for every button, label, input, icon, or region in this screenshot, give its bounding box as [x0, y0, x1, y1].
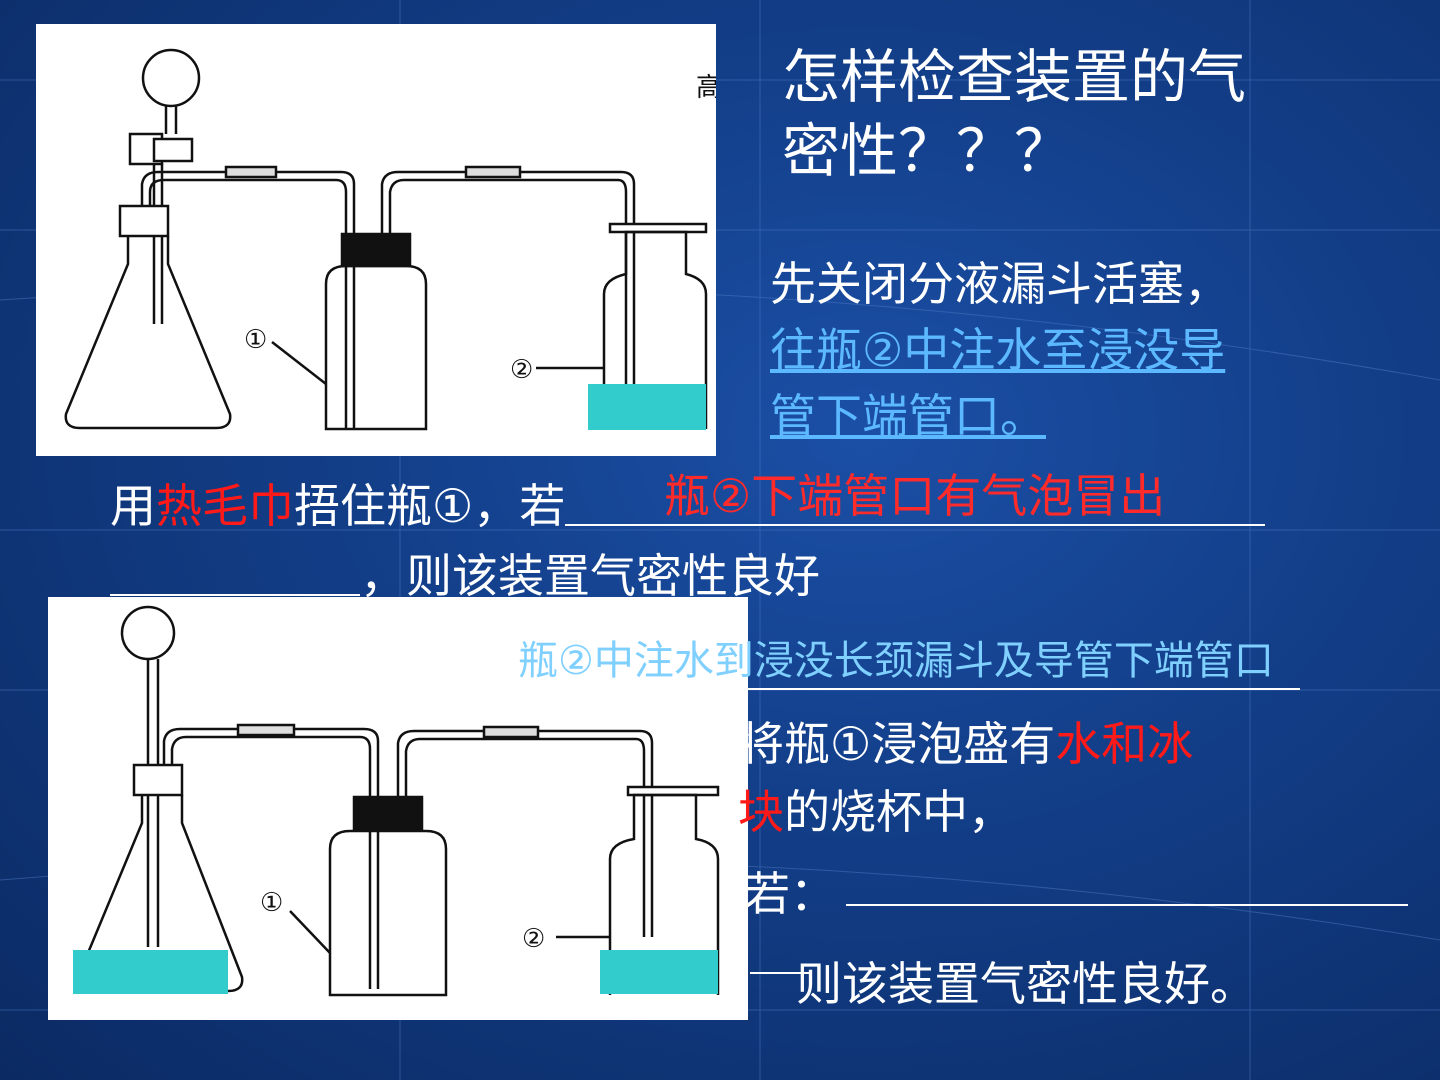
- partial-char: 高: [696, 73, 716, 103]
- label-bottle-1: ①: [244, 325, 267, 355]
- step1-text: 先关闭分液漏斗活塞，: [770, 257, 1230, 311]
- step1-link-line-2[interactable]: 管下端管口。: [770, 389, 1046, 443]
- step2-line-2-rest: 的烧杯中，: [784, 785, 1014, 839]
- slide-title-line-1: 怎样检查装置的气: [782, 43, 1247, 111]
- step1-link-line-1[interactable]: 往瓶②中注水至浸没导: [770, 323, 1226, 377]
- slide-title-line-2: 密性？？？: [782, 117, 1073, 185]
- step2-ice-water: 水和冰: [1055, 717, 1194, 771]
- water-level-flask: [73, 950, 228, 994]
- label-bottle-2: ②: [522, 924, 545, 954]
- check1-sentence: 用热毛巾捂住瓶①，若: [110, 470, 1266, 536]
- step2-blank: [846, 904, 1408, 906]
- step2-answer-underline: [748, 688, 1300, 690]
- step2-line-1-prefix: 将瓶①浸泡盛有: [738, 717, 1056, 771]
- step2-result: 则该装置气密性良好。: [796, 957, 1256, 1011]
- check1-suffix: ，则该装置气密性良好: [360, 549, 820, 603]
- step2-blank-2: [750, 972, 810, 974]
- step2-line-1: 将瓶①浸泡盛有水和冰: [738, 708, 1193, 774]
- water-level-bottle-2-top: [588, 384, 706, 430]
- check1-answer: 瓶②下端管口有气泡冒出: [664, 469, 1166, 523]
- check1-hot-towel: 热毛巾: [156, 479, 294, 533]
- step2-ice-block: 块: [738, 785, 784, 839]
- check1-mid: 捂住瓶①，若: [294, 479, 566, 533]
- step2-if: 若：: [744, 867, 836, 921]
- check1-blank: [565, 476, 1266, 526]
- label-bottle-2: ②: [510, 355, 533, 385]
- label-bottle-1: ①: [260, 888, 283, 918]
- check1-prefix: 用: [110, 479, 156, 533]
- step2-line-2: 块的烧杯中，: [738, 776, 1014, 842]
- check1-conclusion: ，则该装置气密性良好: [110, 540, 820, 606]
- water-level-bottle-2-bottom: [600, 950, 718, 994]
- apparatus-diagram-bottom: ① ②: [48, 597, 748, 1020]
- check1-blank-2: [110, 550, 360, 596]
- step2-answer: 瓶②中注水到浸没长颈漏斗及导管下端管口: [518, 638, 1274, 684]
